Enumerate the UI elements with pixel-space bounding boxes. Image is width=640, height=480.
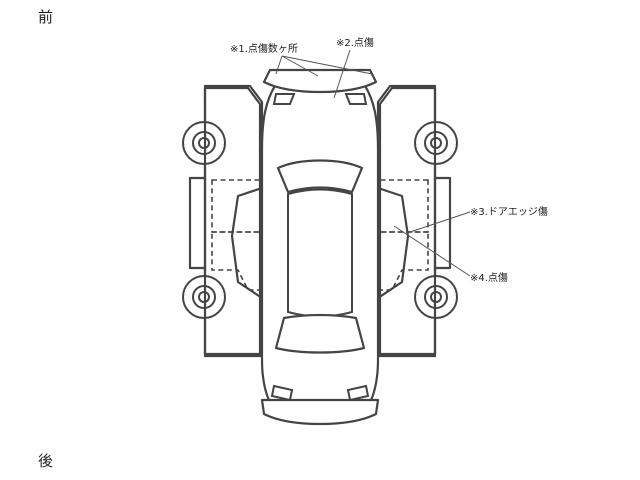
rear-windshield [274,313,366,354]
annotation-2: ※2.点傷 [336,36,374,49]
annotation-leaders [275,49,471,277]
front-windshield [276,159,364,194]
front-bumper [262,68,378,94]
right-side-inner [378,86,437,356]
annotation-1: ※1.点傷数ヶ所 [230,42,298,55]
rear-label: 後 [38,452,54,470]
rear-bumper [260,398,380,426]
car-body [260,82,380,422]
front-label: 前 [38,8,54,26]
annotation-3: ※3.ドアエッジ傷 [470,205,548,218]
annotation-4: ※4.点傷 [470,271,508,284]
left-side-inner [203,86,262,356]
front-grille [272,93,368,105]
